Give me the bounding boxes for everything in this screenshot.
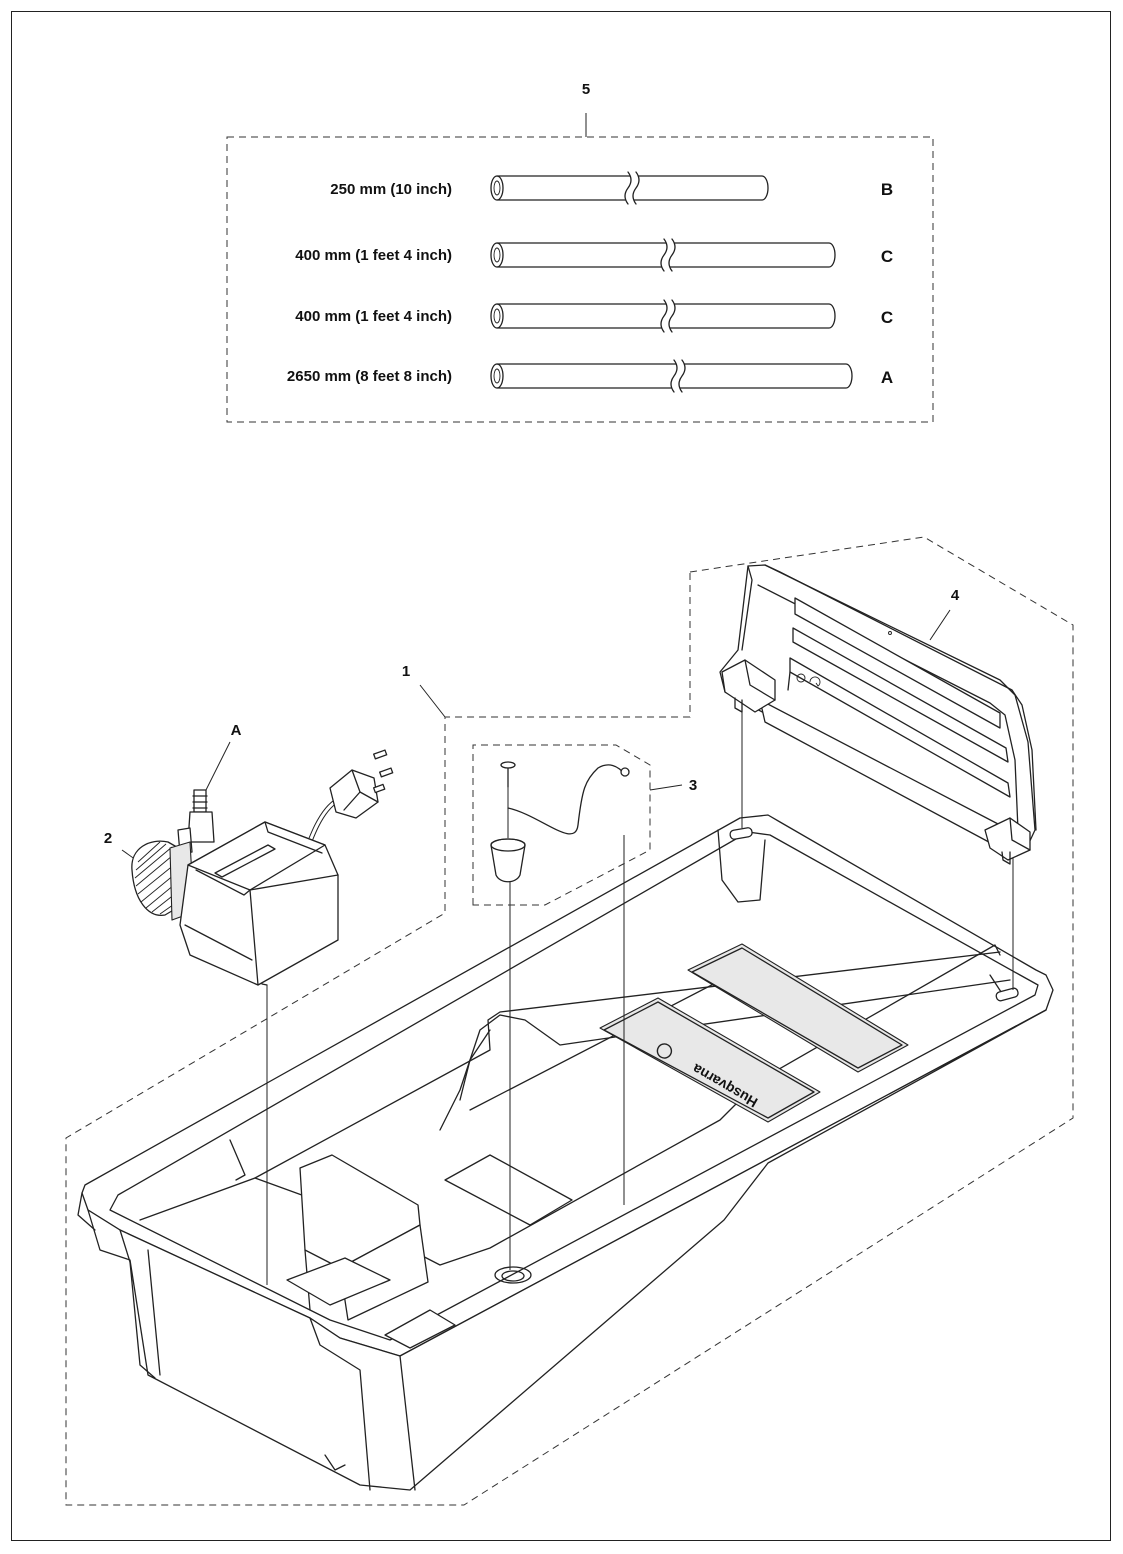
hose-length-label: 400 mm (1 feet 4 inch) <box>295 247 452 264</box>
pad-plate <box>687 943 909 1073</box>
callout-1: 1 <box>402 663 410 680</box>
hose-icon <box>490 299 836 333</box>
recycle-mark-icon <box>796 673 821 687</box>
plug-icon <box>490 838 526 883</box>
callout-5: 5 <box>582 81 590 98</box>
hose-length-label: 2650 mm (8 feet 8 inch) <box>287 368 452 385</box>
hose-length-label: 400 mm (1 feet 4 inch) <box>295 308 452 325</box>
hose-icon <box>490 359 853 393</box>
hose-length-label: 250 mm (10 inch) <box>330 181 452 198</box>
tray-icon <box>77 814 1054 1491</box>
hose-code: A <box>881 368 893 387</box>
lid-icon: 4 <box>719 564 1037 865</box>
plug-kit-group: 3 <box>472 744 697 906</box>
hose-kit-box <box>226 136 934 423</box>
page-frame <box>11 11 1111 1541</box>
hose-row-2: 400 mm (1 feet 4 inch) C <box>295 238 893 272</box>
assembly-lines <box>266 700 1014 1285</box>
hose-icon <box>490 171 769 205</box>
hose-code: B <box>881 180 893 199</box>
hose-row-3: 400 mm (1 feet 4 inch) C <box>295 299 893 333</box>
callout-4: 4 <box>951 587 960 604</box>
callout-3: 3 <box>689 777 697 794</box>
hose-row-4: 2650 mm (8 feet 8 inch) A <box>287 359 893 393</box>
assembly-boundary: 1 <box>65 536 1074 1506</box>
retaining-cord <box>507 764 626 835</box>
hose-code: C <box>881 308 893 327</box>
hose-code: C <box>881 247 893 266</box>
pump-icon: 2 A <box>104 722 394 986</box>
callout-2: 2 <box>104 830 112 847</box>
hose-kit-group: 5 250 mm (10 inch) B 400 mm (1 feet 4 in… <box>226 81 934 423</box>
hose-row-1: 250 mm (10 inch) B <box>330 171 893 205</box>
screw-icon <box>500 761 516 838</box>
husqvarna-logo-icon <box>656 1043 673 1059</box>
hose-icon <box>490 238 836 272</box>
callout-A: A <box>231 722 242 739</box>
